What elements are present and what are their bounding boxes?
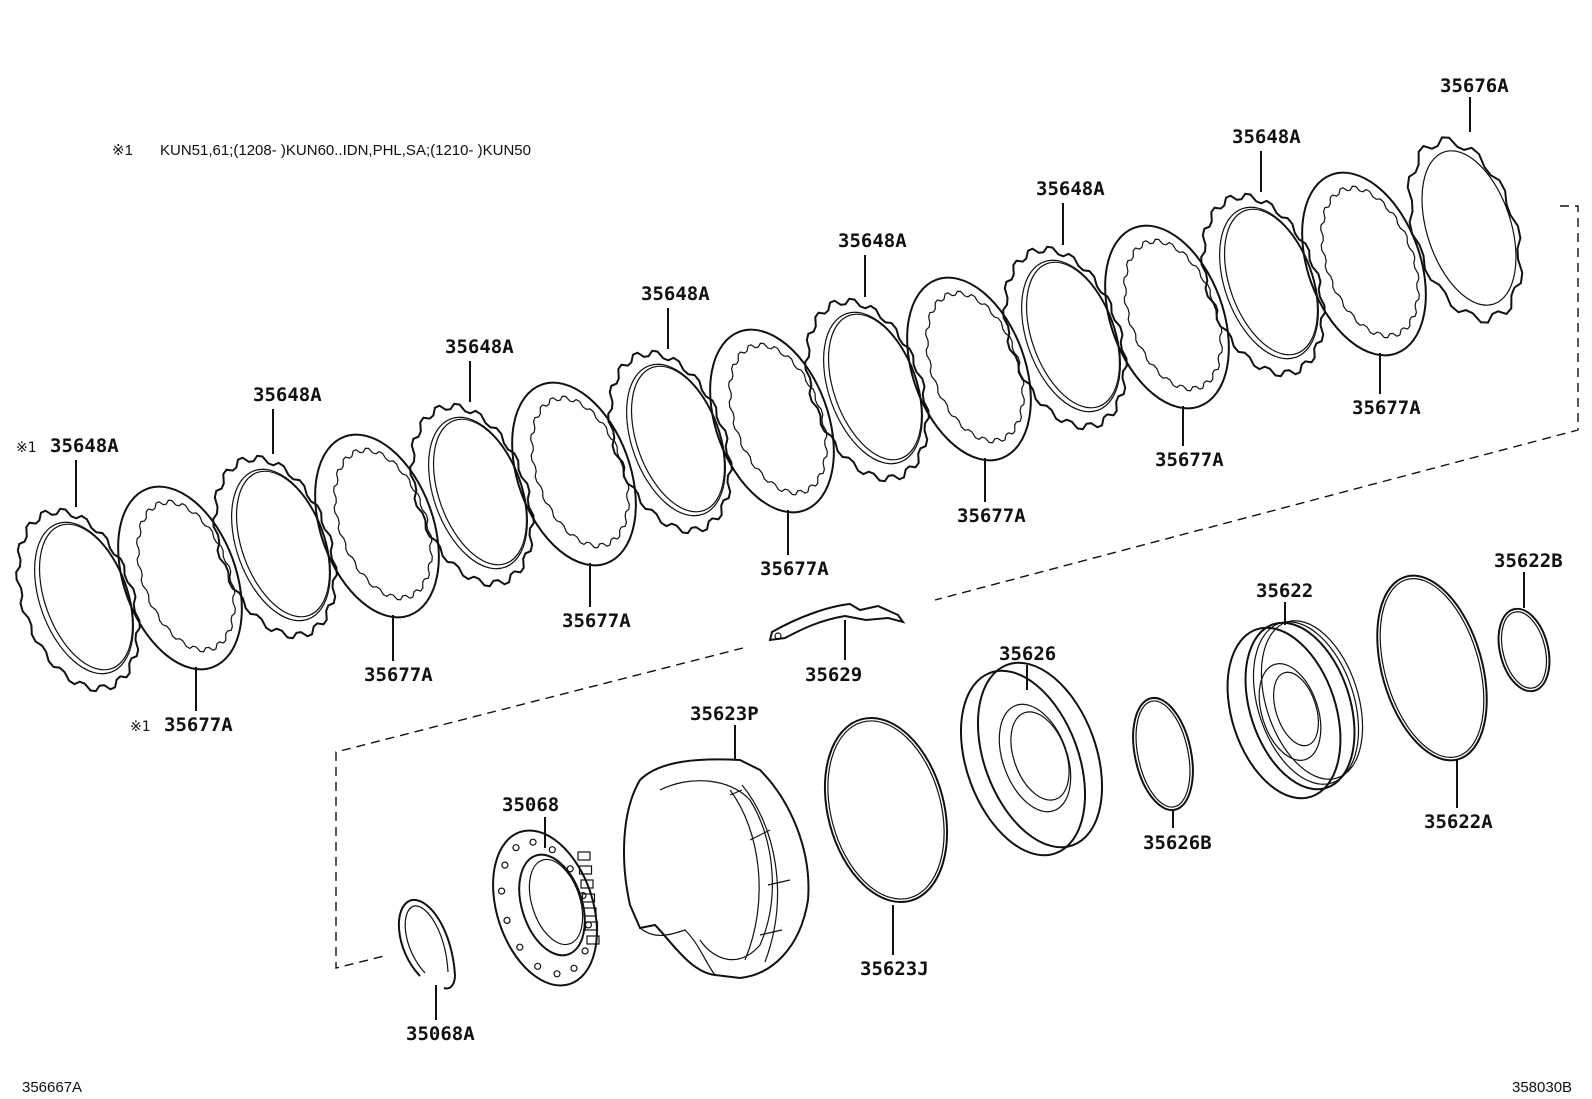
label-disc_1: 35648A [50, 435, 119, 457]
label-disc_4: 35648A [641, 283, 710, 305]
clutch-plate-6 [1104, 224, 1230, 446]
label-plate_1: 35677A [164, 714, 233, 736]
label-disc_5: 35648A [838, 230, 907, 252]
label-35068A: 35068A [406, 1023, 475, 1045]
o-ring-piston-part [1132, 696, 1194, 828]
clutch-disc-6 [1002, 203, 1128, 431]
snap-ring-part [397, 898, 457, 1020]
label-35622A: 35622A [1424, 811, 1493, 833]
label-35626: 35626 [999, 643, 1056, 665]
label-plate_6: 35677A [1155, 449, 1224, 471]
spring-retainer-part [492, 817, 600, 987]
label-plate_4: 35677A [760, 558, 829, 580]
clutch-disc-5 [804, 255, 930, 483]
label-35622: 35622 [1256, 580, 1313, 602]
clutch-disc-2 [212, 409, 338, 640]
applicability-note: KUN51,61;(1208- )KUN60..IDN,PHL,SA;(1210… [160, 142, 531, 159]
clutch-plate-4 [709, 328, 835, 555]
label-disc_7: 35648A [1232, 126, 1301, 148]
label-plate_2: 35677A [364, 664, 433, 686]
label-35623J: 35623J [860, 958, 929, 980]
o-ring-outer-part [1376, 574, 1488, 808]
piston-part [959, 661, 1104, 857]
label-35622B: 35622B [1494, 550, 1563, 572]
clutch-drum-part [623, 725, 810, 980]
applicability-note-mark: ※1 [112, 142, 133, 159]
label-plate_3: 35677A [562, 610, 631, 632]
cylinder-part [1226, 602, 1364, 800]
clutch-plate-2 [314, 433, 440, 661]
snap-ring-small-part [768, 602, 906, 660]
mark-disc_1: ※1 [16, 440, 37, 456]
assembly-boundary [335, 205, 1579, 969]
label-plate_7: 35677A [1352, 397, 1421, 419]
clutch-plate-1 [117, 485, 243, 711]
label-35068: 35068 [502, 794, 559, 816]
o-ring-small-part [1497, 572, 1551, 693]
label-flange: 35676A [1440, 75, 1509, 97]
figure-code-right: 358030B [1512, 1079, 1572, 1096]
label-disc_6: 35648A [1036, 178, 1105, 200]
clutch-flange [1406, 97, 1524, 324]
clutch-plate-3 [511, 381, 637, 607]
label-disc_2: 35648A [253, 384, 322, 406]
o-ring-large-part [823, 716, 949, 955]
label-disc_3: 35648A [445, 336, 514, 358]
clutch-plate-5 [906, 276, 1032, 502]
clutch-disc-1 [15, 460, 141, 693]
label-plate_5: 35677A [957, 505, 1026, 527]
clutch-disc-3 [409, 361, 535, 588]
figure-code-left: 356667A [22, 1079, 82, 1096]
clutch-pack: 35648A ※1 35648A 35648A 35648A 35648A 35648A 35… [15, 75, 1524, 736]
label-35626B: 35626B [1143, 832, 1212, 854]
clutch-plate-7 [1301, 171, 1427, 394]
mark-plate_1: ※1 [130, 719, 151, 735]
label-35623P: 35623P [690, 703, 759, 725]
label-35629: 35629 [805, 664, 862, 686]
